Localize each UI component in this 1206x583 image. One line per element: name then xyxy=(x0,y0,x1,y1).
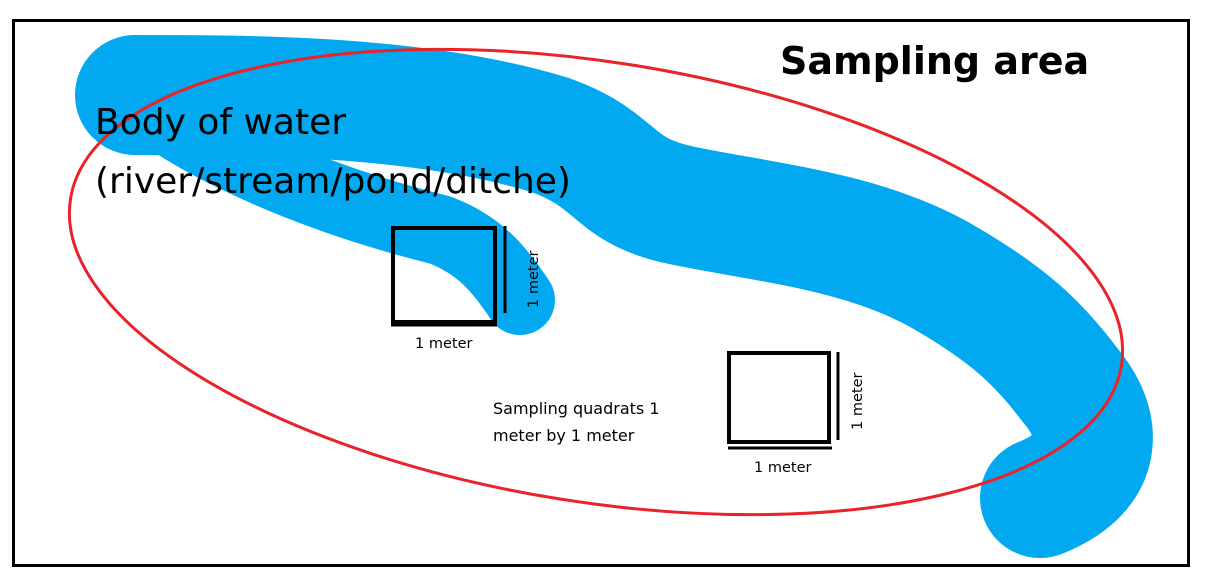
sampling-area-boundary xyxy=(67,47,1125,517)
water-label-line1: Body of water xyxy=(95,102,346,143)
quadrat-note-line2: meter by 1 meter xyxy=(493,426,635,445)
water-label-line2: (river/stream/pond/ditche) xyxy=(95,161,571,202)
quadrat-1-square xyxy=(391,226,497,324)
body-of-water-shape-left xyxy=(100,60,555,335)
quadrat-1: 1 meter 1 meter xyxy=(391,226,542,352)
quadrat-1-width-label: 1 meter xyxy=(415,336,472,352)
quadrat-2: 1 meter 1 meter xyxy=(727,351,866,476)
quadrat-1-height-label: 1 meter xyxy=(526,251,542,308)
quadrat-2-height-label: 1 meter xyxy=(850,373,866,430)
sampling-area-title: Sampling area xyxy=(780,39,1089,83)
diagram-frame xyxy=(12,19,1190,567)
quadrat-2-square xyxy=(727,351,831,444)
quadrat-2-width-label: 1 meter xyxy=(754,460,811,476)
body-of-water-shape xyxy=(75,35,1153,558)
quadrat-note-line1: Sampling quadrats 1 xyxy=(493,399,660,418)
